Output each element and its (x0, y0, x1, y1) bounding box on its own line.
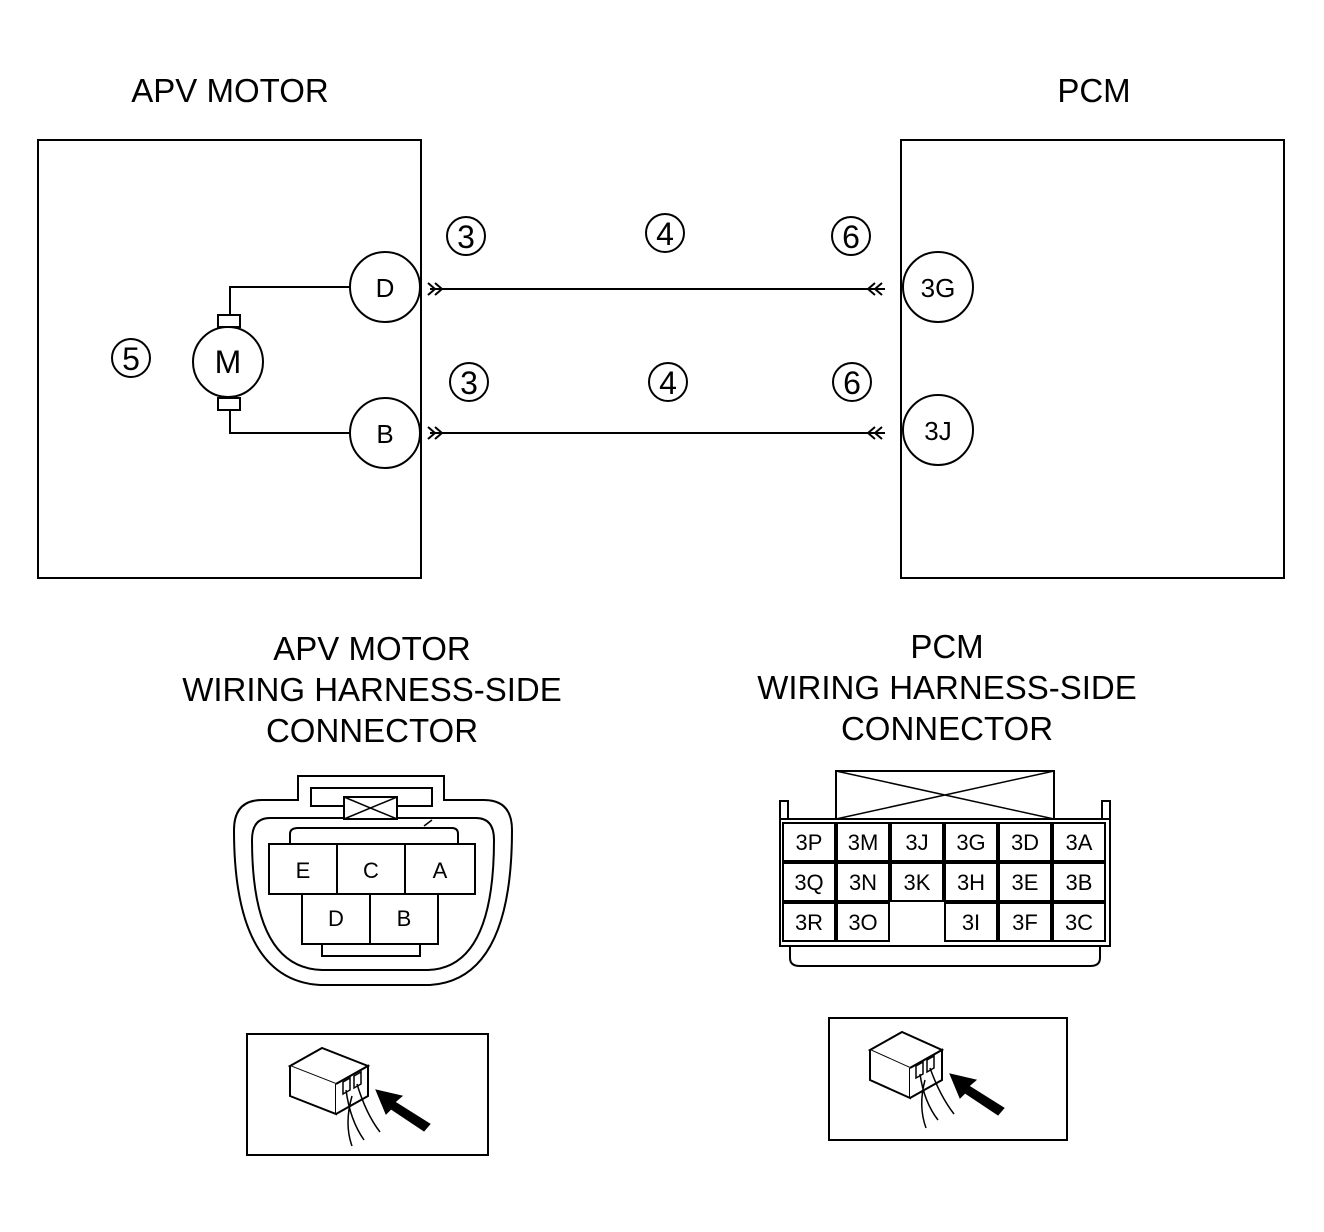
step-6-bottom-circle (832, 362, 872, 402)
pcm-caption-line-1: PCM (910, 628, 983, 665)
step-6-top-label: 6 (842, 219, 860, 255)
pcm-pin-3m: 3M (848, 830, 879, 855)
pcm-pin-cell (998, 862, 1052, 902)
pcm-pin-cell (782, 862, 836, 902)
apv-pin-e: E (296, 858, 311, 883)
step-3-bottom-circle (449, 362, 489, 402)
pcm-pin-cell (890, 862, 944, 902)
apv-connector-face (232, 775, 514, 986)
pcm-pin-cell (1052, 822, 1106, 862)
pcm-pin-cell (782, 902, 836, 942)
motor-wire-d (229, 286, 350, 315)
pcm-pin-cell (782, 822, 836, 862)
step-4-top-circle (645, 213, 685, 253)
pcm-pin-cell (836, 862, 890, 902)
pcm-pin-3p: 3P (796, 830, 823, 855)
pcm-box (900, 139, 1285, 579)
motor-label: M (215, 344, 242, 380)
pcm-pin-cell (890, 822, 944, 862)
pcm-pin-cell (998, 822, 1052, 862)
terminal-3j-circle (902, 394, 974, 466)
step-5-label: 5 (122, 341, 140, 377)
pcm-pin-3j: 3J (905, 830, 928, 855)
pcm-connector-face (779, 770, 1111, 967)
motor-brush-top (217, 314, 241, 328)
apv-motor-title: APV MOTOR (131, 72, 328, 109)
pcm-pin-3e: 3E (1012, 870, 1039, 895)
pcm-pin-3g: 3G (956, 830, 985, 855)
pcm-pin-cell (944, 902, 998, 942)
pcm-caption-line-2: WIRING HARNESS-SIDE (757, 669, 1137, 706)
step-3-top-circle (446, 216, 486, 256)
pcm-pin-3a: 3A (1066, 830, 1093, 855)
pcm-pin-3b: 3B (1066, 870, 1093, 895)
apv-check-probe-icon (246, 1033, 489, 1156)
pcm-connector-pins: 3P 3M 3J 3G 3D 3A 3Q 3N 3K 3H 3E 3B 3R 3O 3I 3F 3C (782, 822, 1106, 942)
pcm-pin-3n: 3N (849, 870, 877, 895)
apv-caption-line-2: WIRING HARNESS-SIDE (182, 671, 562, 708)
pcm-pin-3i: 3I (962, 910, 980, 935)
apv-caption-line-3: CONNECTOR (266, 712, 478, 749)
step-4-bottom-label: 4 (659, 365, 677, 401)
apv-motor-box (37, 139, 422, 579)
pcm-pin-3q: 3Q (794, 870, 823, 895)
step-4-bottom-circle (648, 362, 688, 402)
pcm-caption-line-3: CONNECTOR (841, 710, 1053, 747)
motor-icon (192, 326, 264, 398)
motor-wire-b (229, 410, 350, 434)
step-5-circle (111, 338, 151, 378)
pcm-check-probe-icon (828, 1017, 1068, 1141)
pcm-pin-3h: 3H (957, 870, 985, 895)
pcm-pin-3f: 3F (1012, 910, 1038, 935)
step-6-top-circle (831, 216, 871, 256)
pcm-pin-cell (998, 902, 1052, 942)
apv-pin-b: B (397, 906, 412, 931)
apv-pin-d: D (328, 906, 344, 931)
pcm-pin-cell (836, 822, 890, 862)
apv-caption-line-1: APV MOTOR (273, 630, 470, 667)
apv-pin-a: A (433, 858, 448, 883)
pcm-pin-cell (1052, 862, 1106, 902)
terminal-3j-label: 3J (924, 416, 951, 446)
step-4-top-label: 4 (656, 216, 674, 252)
step-3-top-label: 3 (457, 219, 475, 255)
pcm-pin-cell (1052, 902, 1106, 942)
step-6-bottom-label: 6 (843, 365, 861, 401)
terminal-3g-label: 3G (921, 273, 956, 303)
pcm-pin-cell (944, 822, 998, 862)
pcm-pin-3r: 3R (795, 910, 823, 935)
apv-pin-c: C (363, 858, 379, 883)
pcm-pin-3o: 3O (848, 910, 877, 935)
pcm-pin-cell (836, 902, 890, 942)
pcm-pin-3c: 3C (1065, 910, 1093, 935)
terminal-b-circle (349, 397, 421, 469)
motor-brush-bottom (217, 397, 241, 411)
step-3-bottom-label: 3 (460, 365, 478, 401)
pcm-pin-cell (944, 862, 998, 902)
terminal-d-label: D (376, 273, 395, 303)
terminal-3g-circle (902, 251, 974, 323)
terminal-d-circle (349, 251, 421, 323)
pcm-pin-3k: 3K (904, 870, 931, 895)
pcm-pin-3d: 3D (1011, 830, 1039, 855)
terminal-b-label: B (376, 419, 393, 449)
pcm-title: PCM (1057, 72, 1130, 109)
